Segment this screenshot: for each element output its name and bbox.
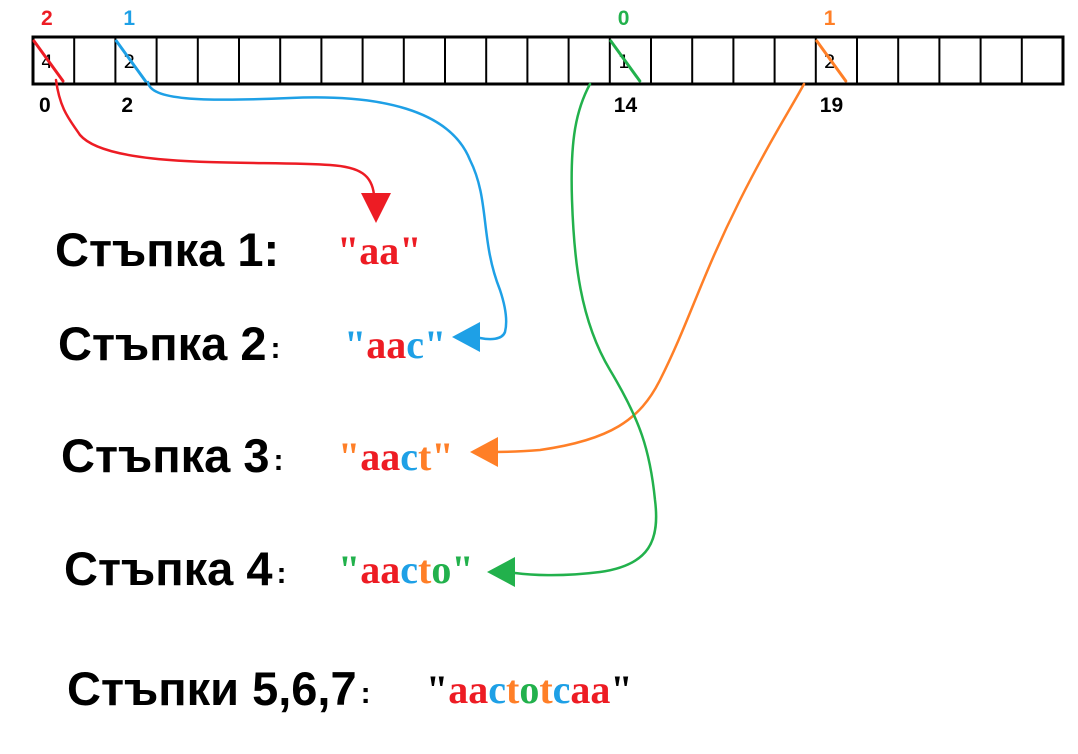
result-segment: " (431, 434, 453, 479)
strike-mark (114, 39, 147, 83)
result-segment: aa (366, 322, 406, 367)
result-segment: " (344, 322, 366, 367)
result-segment: t (418, 434, 432, 479)
result-segment: t (506, 667, 520, 712)
flow-arrow-line (493, 82, 806, 454)
remaining-count: 1 (824, 7, 836, 30)
arrowhead-icon (361, 193, 391, 223)
result-segment: " (337, 228, 359, 273)
result-segment: " (338, 547, 360, 592)
result-segment: o (519, 667, 539, 712)
remaining-count: 2 (41, 7, 53, 30)
step-result-string: "aa" (337, 228, 421, 273)
strike-mark (32, 39, 65, 83)
cell-index-label: 2 (121, 94, 133, 117)
result-segment: " (426, 667, 448, 712)
step-colon: : (276, 557, 286, 590)
step-colon: : (270, 332, 280, 365)
step-colon: : (273, 444, 283, 477)
arrowhead-icon (487, 557, 515, 587)
result-segment: aa (448, 667, 488, 712)
step-colon: : (361, 677, 371, 710)
arrowhead-icon (470, 437, 498, 467)
cell-index-label: 0 (39, 94, 51, 117)
result-segment: c (553, 667, 571, 712)
step-label: Стъпка 3 (61, 429, 269, 482)
cell-index-label: 19 (820, 94, 843, 117)
result-segment: " (424, 322, 446, 367)
arrows (54, 78, 806, 587)
result-segment: t (418, 547, 432, 592)
result-segment: " (338, 434, 360, 479)
result-segment: aa (570, 667, 610, 712)
cell-index-label: 14 (614, 94, 638, 117)
result-segment: t (539, 667, 553, 712)
remaining-count: 1 (123, 7, 135, 30)
array-border (31, 35, 1065, 86)
step-label: Стъпка 1: (55, 223, 279, 276)
remaining-count: 0 (618, 7, 630, 30)
flow-arrow-line (54, 78, 376, 197)
steps: Стъпка 1:"aa"Стъпка 2:"aac"Стъпка 3:"aac… (55, 223, 633, 715)
step-result-string: "aacto" (338, 547, 474, 592)
result-segment: aa (360, 434, 400, 479)
result-segment: c (488, 667, 506, 712)
result-segment: " (399, 228, 421, 273)
step-label: Стъпка 4 (64, 542, 272, 595)
flow-arrow-line (146, 80, 508, 341)
result-segment: " (610, 667, 632, 712)
result-segment: aa (359, 228, 399, 273)
step-result-string: "aactotcaa" (426, 667, 633, 712)
step-label: Стъпки 5,6,7 (67, 662, 357, 715)
result-segment: c (406, 322, 424, 367)
result-segment: aa (360, 547, 400, 592)
step-result-string: "aact" (338, 434, 454, 479)
strike-mark (815, 39, 848, 83)
arrowhead-icon (452, 322, 480, 352)
result-segment: c (400, 434, 418, 479)
flow-arrow-line (513, 82, 658, 577)
strike-mark (609, 39, 642, 83)
step-result-string: "aac" (344, 322, 446, 367)
result-segment: c (400, 547, 418, 592)
result-segment: o (431, 547, 451, 592)
step-label: Стъпка 2 (58, 317, 266, 370)
result-segment: " (451, 547, 473, 592)
